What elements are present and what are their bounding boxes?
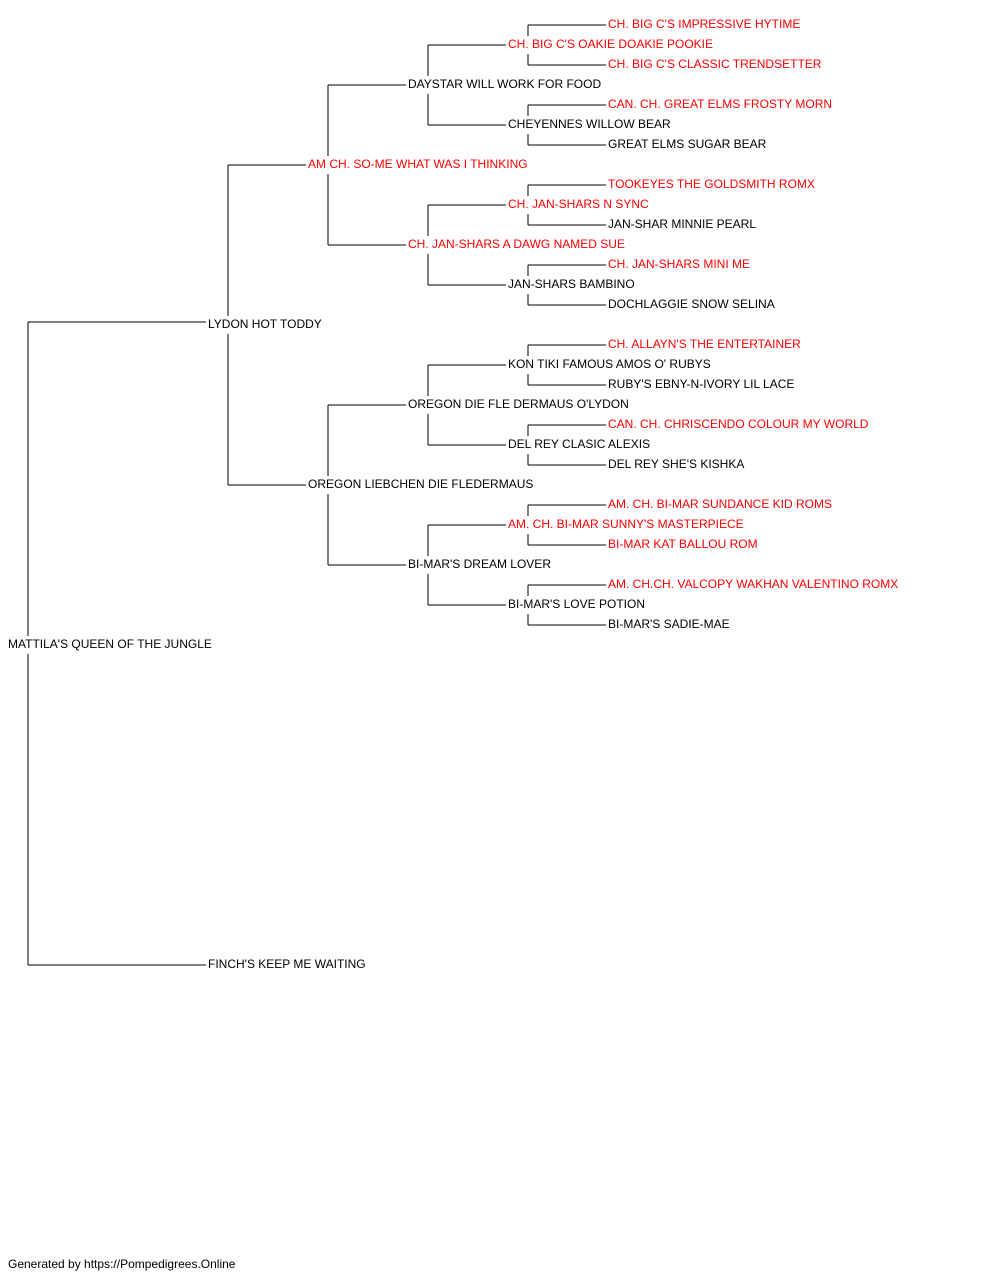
pedigree-name-pedigree-sire-dam-sire-sire-sire: CH. ALLAYN'S THE ENTERTAINER: [608, 337, 801, 351]
pedigree-name-pedigree-sire-dam-dam-sire: AM. CH. BI-MAR SUNNY'S MASTERPIECE: [508, 517, 744, 531]
pedigree-name-pedigree-sire-sire-dam-dam: JAN-SHARS BAMBINO: [508, 277, 635, 291]
pedigree-name-pedigree-sire-sire-dam-sire-sire: TOOKEYES THE GOLDSMITH ROMX: [608, 177, 815, 191]
pedigree-name-pedigree-sire-dam-sire-sire-dam: RUBY'S EBNY-N-IVORY LIL LACE: [608, 377, 795, 391]
pedigree-name-pedigree-sire-dam: OREGON LIEBCHEN DIE FLEDERMAUS: [308, 477, 534, 491]
pedigree-name-pedigree-sire-dam-sire-dam-sire: CAN. CH. CHRISCENDO COLOUR MY WORLD: [608, 417, 869, 431]
pedigree-name-pedigree-sire-sire-sire: DAYSTAR WILL WORK FOR FOOD: [408, 77, 602, 91]
pedigree-name-pedigree-sire-sire-sire-sire: CH. BIG C'S OAKIE DOAKIE POOKIE: [508, 37, 714, 51]
pedigree-name-pedigree-sire-sire-sire-dam-dam: GREAT ELMS SUGAR BEAR: [608, 137, 767, 151]
pedigree-name-pedigree-sire-sire-sire-sire-dam: CH. BIG C'S CLASSIC TRENDSETTER: [608, 57, 822, 71]
pedigree-name-pedigree-sire-dam-dam: BI-MAR'S DREAM LOVER: [408, 557, 551, 571]
pedigree-name-pedigree-sire: LYDON HOT TODDY: [208, 317, 322, 331]
pedigree-name-pedigree-sire-sire: AM CH. SO-ME WHAT WAS I THINKING: [308, 157, 528, 171]
pedigree-name-pedigree-sire-dam-dam-dam: BI-MAR'S LOVE POTION: [508, 597, 645, 611]
pedigree-name-pedigree-sire-sire-sire-sire-sire: CH. BIG C'S IMPRESSIVE HYTIME: [608, 17, 801, 31]
pedigree-name-pedigree-sire-dam-dam-dam-dam: BI-MAR'S SADIE-MAE: [608, 617, 730, 631]
pedigree-name-pedigree-sire-sire-sire-dam-sire: CAN. CH. GREAT ELMS FROSTY MORN: [608, 97, 833, 111]
pedigree-name-pedigree-sire-dam-dam-sire-sire: AM. CH. BI-MAR SUNDANCE KID ROMS: [608, 497, 833, 511]
pedigree-name-pedigree-sire-sire-sire-dam: CHEYENNES WILLOW BEAR: [508, 117, 671, 131]
pedigree-name-pedigree-sire-dam-sire-dam-dam: DEL REY SHE'S KISHKA: [608, 457, 745, 471]
pedigree-name-pedigree-sire-dam-sire: OREGON DIE FLE DERMAUS O'LYDON: [408, 397, 629, 411]
pedigree-name-pedigree-sire-sire-dam-sire-dam: JAN-SHAR MINNIE PEARL: [608, 217, 757, 231]
pedigree-name-pedigree: MATTILA'S QUEEN OF THE JUNGLE: [8, 637, 212, 651]
pedigree-name-pedigree-sire-dam-dam-sire-dam: BI-MAR KAT BALLOU ROM: [608, 537, 758, 551]
generated-by-footer: Generated by https://Pompedigrees.Online: [8, 1257, 236, 1271]
pedigree-name-pedigree-sire-dam-sire-dam: DEL REY CLASIC ALEXIS: [508, 437, 651, 451]
pedigree-name-pedigree-sire-sire-dam-dam-dam: DOCHLAGGIE SNOW SELINA: [608, 297, 775, 311]
pedigree-name-pedigree-sire-dam-dam-dam-sire: AM. CH.CH. VALCOPY WAKHAN VALENTINO ROMX: [608, 577, 899, 591]
pedigree-name-pedigree-sire-sire-dam-sire: CH. JAN-SHARS N SYNC: [508, 197, 649, 211]
pedigree-name-pedigree-dam: FINCH'S KEEP ME WAITING: [208, 957, 366, 971]
pedigree-name-pedigree-sire-dam-sire-sire: KON TIKI FAMOUS AMOS O' RUBYS: [508, 357, 711, 371]
pedigree-name-pedigree-sire-sire-dam-dam-sire: CH. JAN-SHARS MINI ME: [608, 257, 751, 271]
pedigree-name-pedigree-sire-sire-dam: CH. JAN-SHARS A DAWG NAMED SUE: [408, 237, 625, 251]
